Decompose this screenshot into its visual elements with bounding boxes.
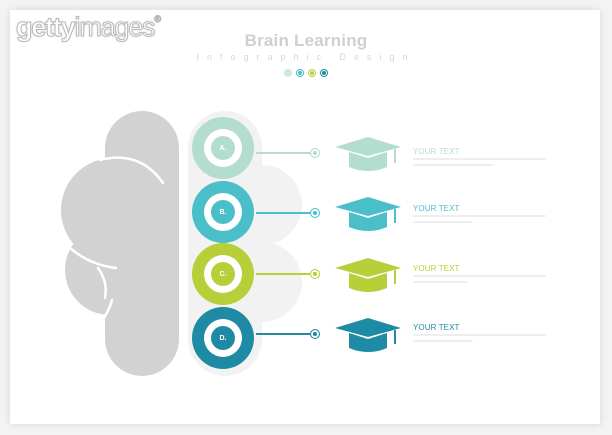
item-d-ring: D.: [192, 307, 254, 369]
indicator-dot-a: [284, 69, 292, 77]
brain-left-hemisphere: [61, 111, 179, 376]
item-a-ring: A.: [192, 117, 254, 179]
item-d-letter: D.: [211, 326, 235, 350]
item-c-heading: YOUR TEXT: [413, 264, 460, 273]
item-d-node: [310, 329, 320, 339]
item-c-connector: [256, 273, 311, 275]
page-subtitle: Infographic Design: [196, 52, 416, 62]
item-a-letter: A.: [211, 136, 235, 160]
watermark: gettyimages®: [16, 12, 162, 43]
graduation-cap-icon: [335, 137, 401, 171]
watermark-registered: ®: [154, 14, 162, 25]
item-d-body-placeholder: [413, 334, 546, 346]
watermark-bold: getty: [16, 12, 77, 43]
item-c-body-placeholder: [413, 275, 546, 287]
page-title: Brain Learning: [244, 31, 368, 50]
indicator-dot-c: [308, 69, 316, 77]
indicator-dot-b: [296, 69, 304, 77]
graduation-cap-icon: [335, 318, 401, 352]
brain-folds: [68, 156, 165, 320]
item-d-connector: [256, 333, 311, 335]
item-a-connector: [256, 152, 311, 154]
item-b-ring: B.: [192, 181, 254, 243]
item-c-ring: C.: [192, 243, 254, 305]
watermark-light: images: [74, 12, 156, 43]
item-b-node: [310, 208, 320, 218]
graduation-cap-icon: [335, 258, 401, 292]
item-b-heading: YOUR TEXT: [413, 204, 460, 213]
item-a-heading: YOUR TEXT: [413, 147, 460, 156]
item-c-letter: C.: [211, 262, 235, 286]
item-b-letter: B.: [211, 200, 235, 224]
item-a-node: [310, 148, 320, 158]
item-b-connector: [256, 212, 311, 214]
indicator-dot-d: [320, 69, 328, 77]
item-d-heading: YOUR TEXT: [413, 323, 460, 332]
indicator-dots: [284, 69, 328, 77]
item-b-body-placeholder: [413, 215, 546, 227]
item-a-body-placeholder: [413, 158, 546, 170]
graduation-cap-icon: [335, 197, 401, 231]
item-c-node: [310, 269, 320, 279]
